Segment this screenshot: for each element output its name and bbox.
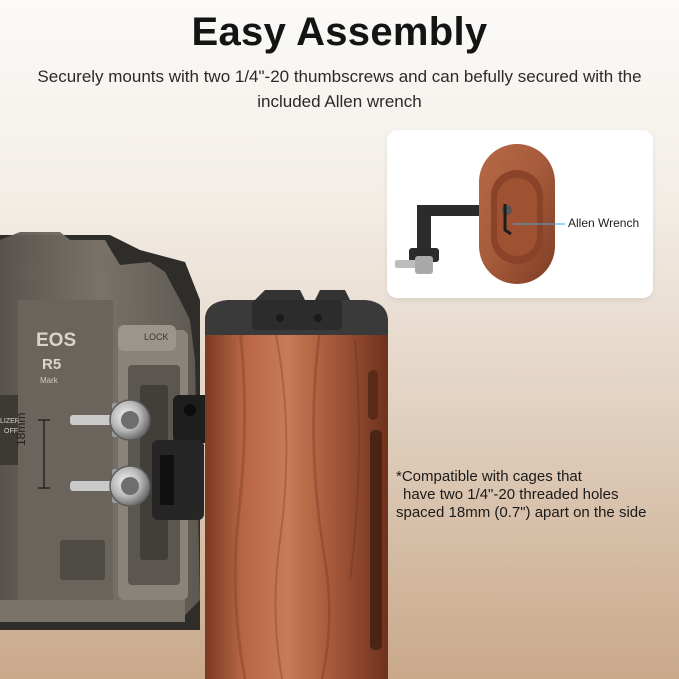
page-title: Easy Assembly [191,10,488,54]
handle-clamp [152,395,213,520]
allen-wrench-label: Allen Wrench [568,216,640,230]
note-line-1: *Compatible with cages that [396,468,582,485]
dimension-label: 18mm [14,412,28,446]
camera-cage [0,232,200,622]
side-text-2: OFF [4,428,18,435]
handle-detail-image [395,144,565,284]
note-line-2: have two 1/4"-20 threaded holes [403,486,619,503]
detail-inset-panel: Allen Wrench [387,130,653,298]
camera-mark-label: Mark [40,376,58,385]
wooden-handle [205,290,388,679]
page-subtitle: Securely mounts with two 1/4"-20 thumbsc… [37,67,642,111]
compatibility-note: *Compatible with cages that have two 1/4… [396,468,676,522]
camera-model-label: R5 [42,356,62,373]
note-line-3: spaced 18mm (0.7") apart on the side [396,504,647,521]
thumbscrew-bottom [70,465,151,507]
dimension-marker [38,419,50,489]
camera-brand-label: EOS [36,330,77,351]
side-text-1: LIZER [0,418,20,425]
lock-label: LOCK [144,332,169,342]
thumbscrew-top [70,399,151,441]
